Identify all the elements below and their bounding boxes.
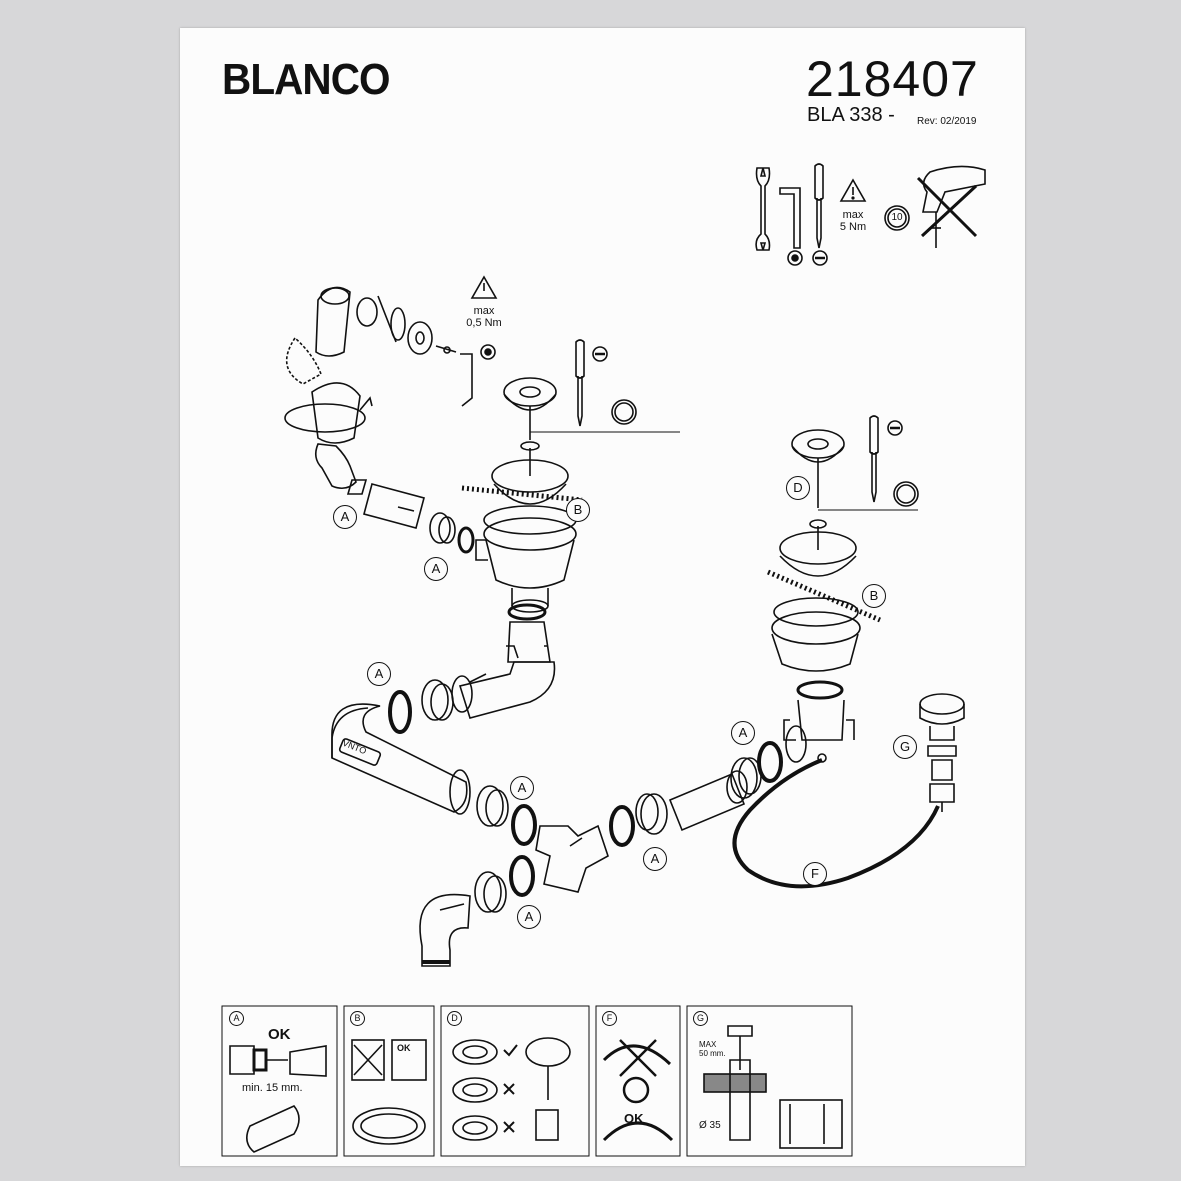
torque-label: max 5 Nm	[839, 209, 867, 233]
overflow-torque-label: max 0,5 Nm	[466, 305, 502, 329]
pop-up-knob-icon	[919, 693, 965, 812]
coin-value: 10	[891, 212, 903, 223]
overflow-pipe	[284, 336, 425, 529]
detail-a-min: min. 15 mm.	[242, 1082, 303, 1094]
screwdriver-icon	[575, 339, 637, 427]
detail-b-drawing	[351, 1039, 427, 1145]
drill-crossed-icon	[916, 165, 986, 248]
hex-socket-icon	[787, 250, 803, 266]
callout-a: A	[424, 557, 448, 581]
left-strainer-body	[461, 441, 583, 613]
detail-g-drawing	[703, 1025, 843, 1149]
detail-f-letter: F	[602, 1011, 617, 1026]
callout-a: A	[643, 847, 667, 871]
detail-d-drawing	[452, 1037, 571, 1141]
detail-a-letter: A	[229, 1011, 244, 1026]
detail-b-ok: OK	[397, 1043, 411, 1053]
screwdriver-icon	[869, 415, 919, 507]
callout-b: B	[862, 584, 886, 608]
left-nut	[388, 679, 454, 734]
overflow-head-icon	[315, 286, 496, 407]
brand-logo: BLANCO	[222, 55, 391, 104]
right-strainer-basket-icon	[791, 429, 918, 511]
long-pipe	[331, 703, 471, 815]
overflow-nut	[429, 512, 475, 554]
screwdriver-icon	[814, 163, 824, 249]
flat-head-icon	[812, 250, 828, 266]
detail-g-letter: G	[693, 1011, 708, 1026]
detail-a-ok: OK	[268, 1026, 291, 1043]
detail-panel	[221, 1005, 853, 1157]
cable	[732, 758, 940, 889]
revision-date: Rev: 02/2019	[917, 116, 977, 127]
detail-f-ok: OK	[624, 1111, 644, 1126]
detail-g-diameter: Ø 35	[699, 1120, 721, 1131]
tee-fitting	[535, 824, 609, 893]
callout-f: F	[803, 862, 827, 886]
right-pipe	[668, 725, 807, 832]
detail-a-drawing	[229, 1045, 327, 1153]
callout-a: A	[333, 505, 357, 529]
detail-f-drawing	[602, 1039, 674, 1142]
detail-g-max: MAX 50 mm.	[699, 1040, 726, 1058]
bottom-nut-and-elbow	[419, 855, 535, 967]
left-strainer-basket-icon	[503, 377, 680, 440]
overflow-warning-icon	[470, 275, 498, 299]
detail-b-letter: B	[350, 1011, 365, 1026]
left-outlet-pipe	[451, 603, 556, 719]
part-number: 218407	[806, 51, 979, 107]
callout-a: A	[731, 721, 755, 745]
coin-icon	[884, 205, 910, 231]
detail-d-letter: D	[447, 1011, 462, 1026]
tee-nuts	[476, 785, 668, 847]
callout-g: G	[893, 735, 917, 759]
hex-key-icon	[779, 187, 801, 249]
callout-a: A	[517, 905, 541, 929]
right-strainer-body	[767, 519, 881, 763]
callout-b: B	[566, 498, 590, 522]
callout-a: A	[367, 662, 391, 686]
callout-d: D	[786, 476, 810, 500]
callout-a: A	[510, 776, 534, 800]
model-code: BLA 338 -	[807, 104, 895, 126]
warning-icon	[839, 178, 867, 202]
wrench-icon	[755, 167, 771, 251]
